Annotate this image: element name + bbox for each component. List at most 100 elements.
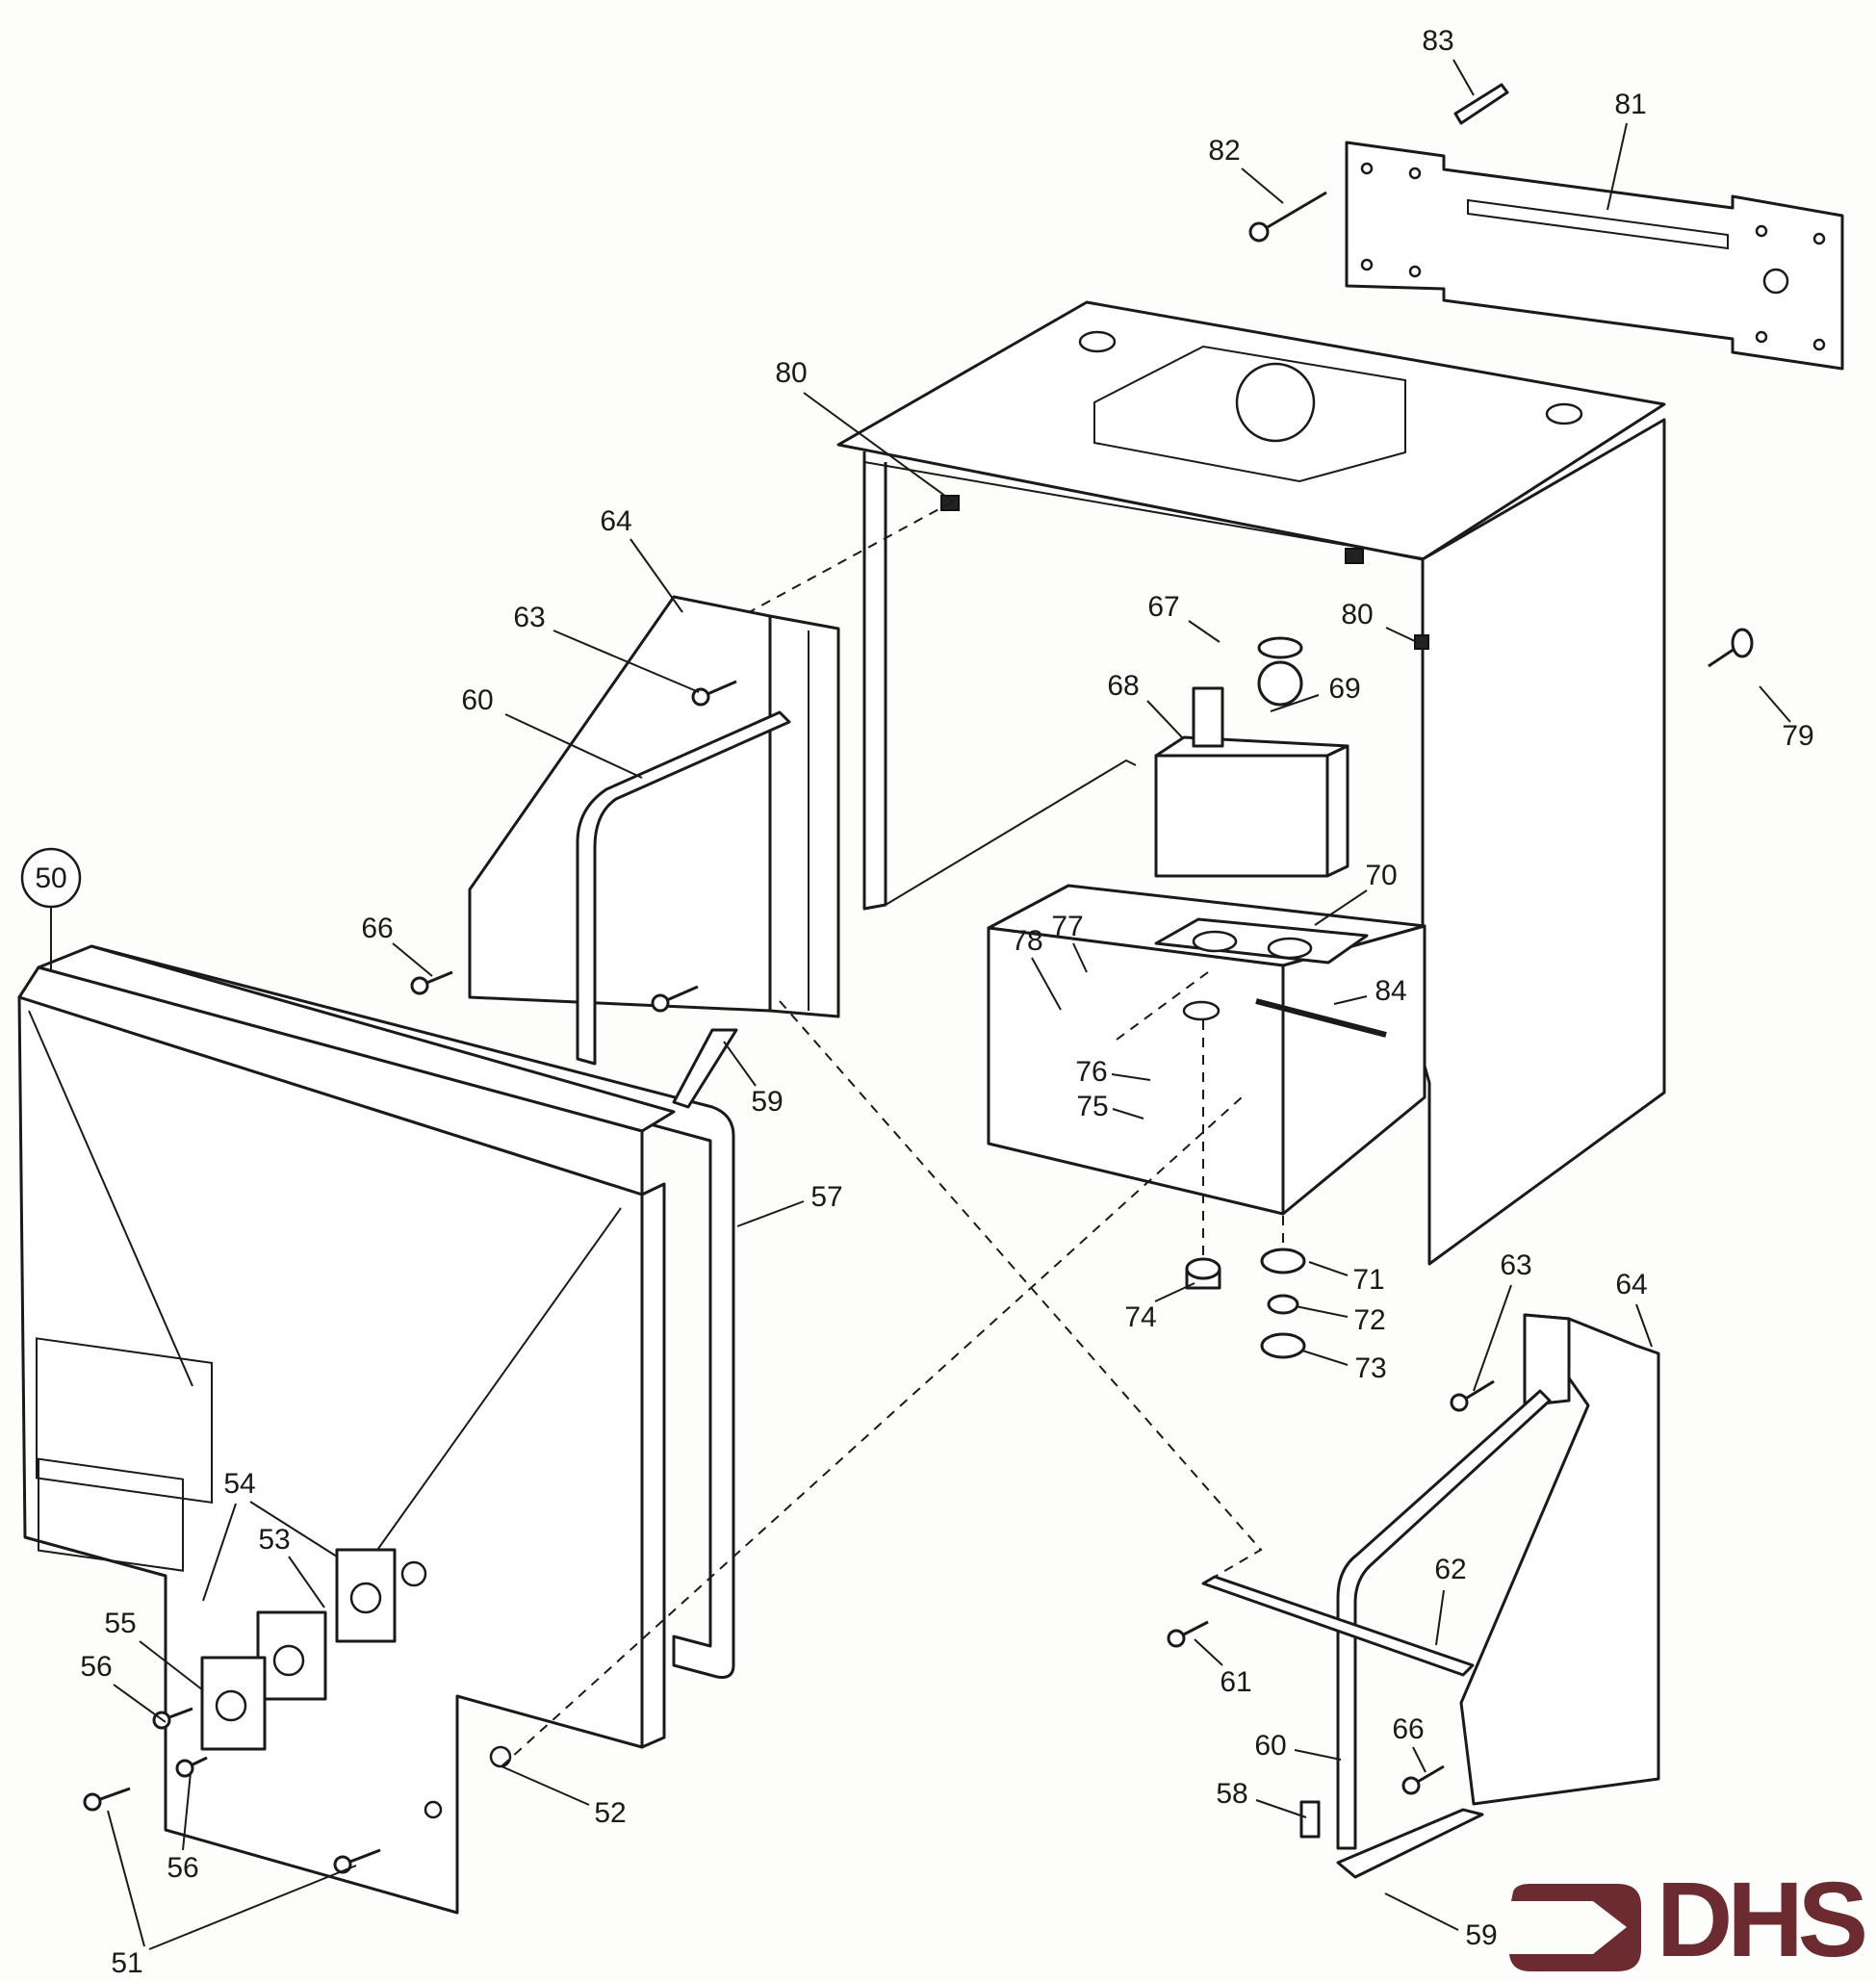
part-label-71: 71 (1352, 1264, 1384, 1296)
leader-line-84 (1333, 995, 1368, 1005)
screw-icon (1401, 1764, 1445, 1795)
part-label-59: 59 (751, 1086, 783, 1118)
part-label-66: 66 (1392, 1713, 1424, 1745)
callout-label-50: 50 (35, 862, 66, 894)
leader-line-58 (1255, 1799, 1307, 1818)
screw-79 (1708, 628, 1754, 668)
leader-line-74 (1154, 1282, 1195, 1302)
leader-line-62 (1435, 1589, 1445, 1646)
leader-line-82 (1241, 167, 1284, 204)
logo-text: DHS (1657, 1861, 1865, 1979)
part-label-82: 82 (1208, 135, 1240, 167)
frame-57 (90, 944, 735, 1679)
rail-59-left (672, 1028, 738, 1109)
leader-line-60 (1294, 1749, 1342, 1761)
seal-60-left (576, 710, 791, 1066)
gasket-70 (1154, 917, 1369, 965)
leader-line-80 (803, 392, 954, 502)
leader-line-60 (504, 713, 643, 779)
screw-icon (1450, 1379, 1495, 1412)
callout-50: 50 (20, 847, 82, 972)
leader-line-61 (1194, 1638, 1223, 1666)
leader-line-83 (1452, 59, 1475, 96)
cable-84 (1255, 998, 1387, 1038)
wall-bracket-81 (1345, 141, 1844, 371)
part-label-58: 58 (1216, 1778, 1247, 1810)
part-label-60: 60 (461, 684, 493, 716)
screw-icon (1167, 1620, 1209, 1648)
part-label-56: 56 (80, 1651, 112, 1683)
leader-line-68 (1146, 700, 1183, 738)
part-label-63: 63 (513, 602, 545, 633)
part-label-55: 55 (104, 1608, 136, 1639)
leader-line-66 (1412, 1746, 1426, 1773)
screws (83, 680, 1495, 1874)
part-label-60: 60 (1254, 1730, 1286, 1762)
part-label-70: 70 (1365, 860, 1397, 891)
side-bracket-64-right (1459, 1313, 1660, 1806)
leader-line-75 (1112, 1108, 1144, 1120)
leader-line-63 (1473, 1284, 1512, 1392)
main-casing (836, 300, 1666, 1266)
logo-arrow-icon (1509, 1884, 1641, 1971)
part-label-66: 66 (361, 913, 393, 944)
part-label-80: 80 (1341, 599, 1373, 631)
assembly-lines (501, 501, 1284, 1767)
part-label-73: 73 (1354, 1352, 1386, 1384)
screw-icon (691, 680, 737, 707)
leader-line-56 (113, 1684, 167, 1723)
leader-line-63 (553, 630, 700, 693)
part-label-81: 81 (1614, 89, 1646, 120)
leader-line-54 (202, 1503, 237, 1602)
part-label-61: 61 (1220, 1666, 1251, 1698)
part-label-56: 56 (167, 1852, 198, 1884)
rail-59-right (1336, 1808, 1484, 1879)
dhs-logo: DHS (1509, 1861, 1871, 1979)
leader-line-59 (1384, 1892, 1459, 1931)
part-label-68: 68 (1107, 670, 1139, 702)
bolt-58 (1299, 1800, 1321, 1839)
part-label-74: 74 (1124, 1301, 1156, 1333)
part-label-63: 63 (1500, 1249, 1531, 1281)
leader-line-53 (288, 1556, 325, 1609)
part-label-72: 72 (1353, 1304, 1385, 1336)
part-label-54: 54 (223, 1468, 255, 1500)
part-label-53: 53 (258, 1524, 290, 1556)
leader-line-59 (723, 1041, 757, 1087)
leader-line (148, 1865, 357, 1950)
screw-icon (83, 1787, 131, 1812)
leader-line-66 (392, 942, 433, 977)
part-label-59: 59 (1465, 1919, 1497, 1951)
valve-68 (1154, 636, 1349, 878)
leader-line-57 (736, 1200, 805, 1227)
leader-line-69 (1270, 694, 1320, 712)
leader-line-64 (1635, 1303, 1653, 1348)
leader-lines (107, 59, 1791, 1950)
part-label-76: 76 (1075, 1056, 1107, 1088)
front-panel-50 (17, 944, 676, 1915)
part-label-75: 75 (1076, 1091, 1108, 1122)
screw-icon (410, 970, 453, 995)
leader-line-64 (630, 538, 683, 613)
leader-line-71 (1308, 1261, 1349, 1276)
part-label-62: 62 (1434, 1554, 1466, 1585)
leader-line-78 (1031, 957, 1062, 1011)
part-label-78: 78 (1011, 925, 1042, 957)
leader-line-52 (501, 1765, 590, 1806)
part-label-79: 79 (1782, 720, 1813, 752)
leader-line-73 (1301, 1350, 1349, 1366)
side-bracket-64-left (468, 595, 840, 1018)
part-label-57: 57 (810, 1181, 842, 1213)
part-label-83: 83 (1422, 25, 1453, 57)
leader-line-67 (1188, 620, 1221, 643)
nuts-71-74 (1185, 1248, 1306, 1359)
leader-line (249, 1501, 338, 1557)
leader-line-72 (1295, 1305, 1349, 1318)
leader-line-80 (1385, 627, 1418, 643)
leader-line-81 (1606, 122, 1628, 211)
seal-60-right (1336, 1389, 1552, 1850)
leader-line-51 (107, 1810, 145, 1947)
part-label-52: 52 (594, 1797, 626, 1829)
